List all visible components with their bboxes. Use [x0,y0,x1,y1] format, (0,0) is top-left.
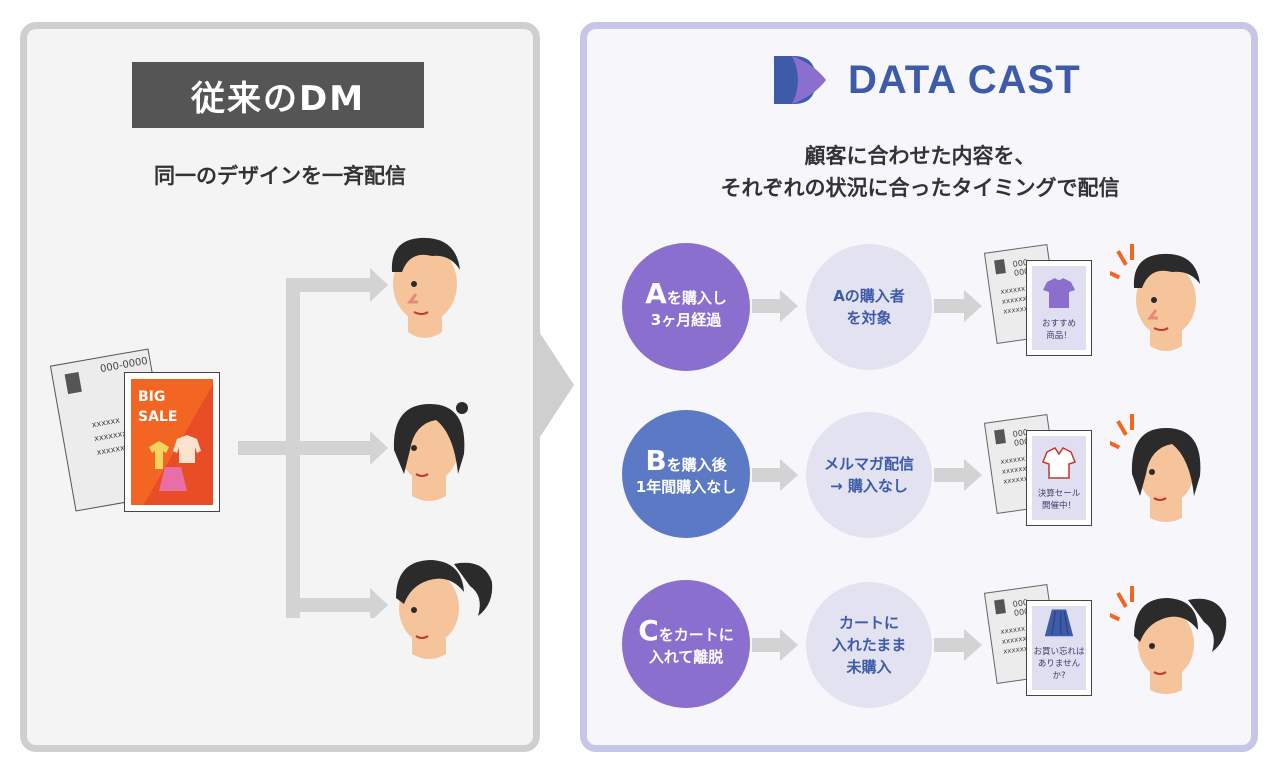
datacast-logo: DATA CAST [770,52,1081,108]
flow-arrow [934,290,982,322]
condition-line-1: Aの購入者 [833,287,905,305]
shirt-icon [1042,447,1076,479]
condition-line-2: → 購入なし [830,477,908,495]
woman-ponytail-face-icon [396,560,493,659]
legacy-dm-title: 従来のDM [132,62,424,128]
condition-line-2: を対象 [846,309,892,327]
condition-line-1: カートに [838,614,899,632]
postcard-message-line-2: ありませんか? [1037,659,1081,681]
woman-surprised-face-icon [1110,414,1201,522]
trigger-circle-a: Aを購入し 3ヶ月経過 [622,243,750,371]
condition-circle-b: メルマガ配信 → 購入なし [806,412,932,538]
trigger-circle-c: Cをカートに 入れて離脱 [622,580,750,708]
condition-line-3: 未購入 [846,658,892,676]
legacy-address-2: xxxxxxx [93,428,128,444]
postcard-message-line-1: おすすめ [1041,319,1076,329]
man-surprised-face-icon [1110,244,1200,351]
condition-circle-a: Aの購入者 を対象 [806,244,932,370]
datacast-subtitle: 顧客に合わせた内容を、 それぞれの状況に合ったタイミングで配信 [600,140,1240,204]
transition-arrow [538,330,574,440]
postcard-message-line-1: お買い忘れは [1033,647,1085,657]
datacast-logo-mark-icon [774,56,826,104]
trigger-text-line-2: 1年間購入なし [635,478,737,496]
tshirt-icon [1043,278,1075,308]
flow-arrow [934,459,982,491]
trigger-text: をカートに [658,626,734,644]
flow-arrow [752,459,798,491]
trigger-letter: C [638,614,659,647]
trigger-letter: A [645,277,667,310]
datacast-logo-text: DATA CAST [848,57,1081,102]
trigger-circle-b: Bを購入後 1年間購入なし [622,410,750,538]
skirt-icon [1044,609,1074,637]
datacast-subtitle-line-1: 顧客に合わせた内容を、 [804,144,1036,168]
datacast-subtitle-line-2: それぞれの状況に合ったタイミングで配信 [720,176,1120,200]
woman-short-hair-face-icon [393,402,468,501]
sale-headline: BIG SALE [138,389,178,425]
postcard-message-line-1: 決算セール [1037,489,1081,499]
legacy-dm-subtitle: 同一のデザインを一斉配信 [154,164,406,188]
legacy-address-1: xxxxxx [91,415,121,430]
postcard-message-line-2: 開催中！ [1041,501,1076,511]
flow-arrow [752,629,798,661]
man-face-icon [391,237,460,338]
trigger-text: を購入し [666,289,727,307]
legacy-postcard: 000-0000 xxxxxx xxxxxxx xxxxxxx BIG SALE [49,338,228,518]
clothes-illustration [149,435,201,491]
flow-arrow [752,290,798,322]
trigger-text-line-2: 入れて離脱 [648,648,724,666]
flow-arrow [934,629,982,661]
trigger-text: を購入後 [666,456,727,474]
legacy-branch-arrows [238,268,388,618]
condition-circle-c: カートに 入れたまま 未購入 [806,582,932,708]
postcard-message-line-2: 商品！ [1046,331,1072,341]
condition-line-1: メルマガ配信 [823,455,914,473]
trigger-text-line-2: 3ヶ月経過 [650,311,722,329]
condition-line-2: 入れたまま [831,636,907,654]
trigger-letter: B [645,444,667,477]
woman-ponytail-surprised-face-icon [1110,586,1227,694]
